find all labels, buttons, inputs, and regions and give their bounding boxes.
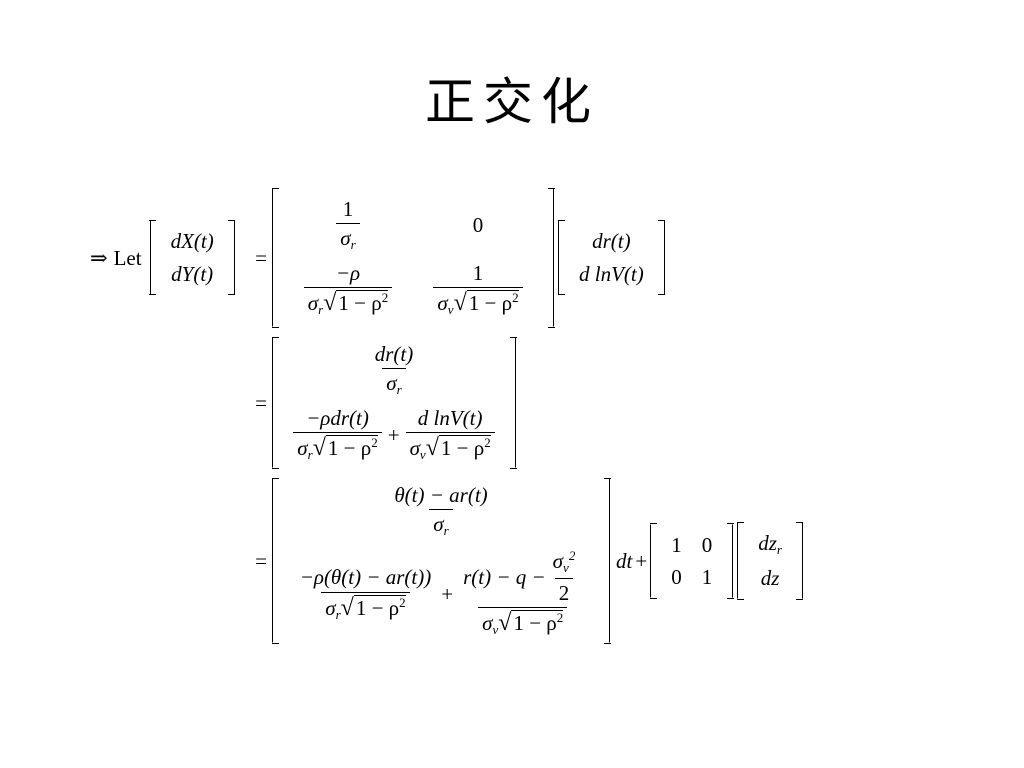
rhs-dr: dr(t) <box>592 229 631 254</box>
dz-vector: dzr dz <box>736 521 804 600</box>
equals-sign: = <box>255 245 267 270</box>
dt-term: dt <box>616 548 633 573</box>
let-prefix: ⇒ Let dX(t) dY(t) <box>90 219 250 296</box>
fraction-sigma-v-sq-over-2: σv2 2 <box>552 548 576 606</box>
zero-entry: 0 <box>472 212 484 237</box>
transform-matrix: 1 σr 0 −ρ σr√1 − ρ2 1 σv√1 − ρ2 <box>271 187 555 328</box>
fraction-drift-v: r(t) − q − σv2 2 σv√1 − ρ2 <box>459 548 586 638</box>
lhs-vector: dX(t) dY(t) <box>149 219 236 296</box>
equation-row-1: ⇒ Let dX(t) dY(t) = 1 σr 0 <box>90 187 810 328</box>
fraction-dlnv: d lnV(t) σv√1 − ρ2 <box>405 406 495 463</box>
fraction-1-over-sigma-v: 1 σv√1 − ρ2 <box>433 261 523 318</box>
fraction-dr-over-sigma-r: dr(t) σr <box>374 342 414 398</box>
result-vector-3: θ(t) − ar(t) σr −ρ(θ(t) − ar(t)) σr√1 − … <box>271 477 611 644</box>
equation-block: ⇒ Let dX(t) dY(t) = 1 σr 0 <box>90 187 810 653</box>
slide-title: 正交化 <box>425 73 599 131</box>
implies-arrow: ⇒ <box>90 245 108 270</box>
lhs-dy: dY(t) <box>171 261 214 286</box>
fraction-1-over-sigma-r: 1 σr <box>336 197 360 253</box>
equation-row-2: = dr(t) σr −ρdr(t) σr√1 − ρ2 + d lnV(t) … <box>90 336 810 469</box>
lhs-dx: dX(t) <box>170 229 214 254</box>
fraction-neg-rho-theta: −ρ(θ(t) − ar(t)) σr√1 − ρ2 <box>299 565 432 622</box>
fraction-neg-rho: −ρ σr√1 − ρ2 <box>303 261 393 318</box>
equation-row-3: = θ(t) − ar(t) σr −ρ(θ(t) − ar(t)) σr√1 … <box>90 477 810 644</box>
fraction-neg-rho-dr: −ρdr(t) σr√1 − ρ2 <box>293 406 382 463</box>
result-vector-2: dr(t) σr −ρdr(t) σr√1 − ρ2 + d lnV(t) σv… <box>271 336 517 469</box>
rhs-vector: dr(t) d lnV(t) <box>557 219 666 296</box>
rhs-dlnv: d lnV(t) <box>579 261 644 286</box>
fraction-theta-minus-ar: θ(t) − ar(t) σr <box>394 483 488 539</box>
let-label: Let <box>113 245 142 270</box>
